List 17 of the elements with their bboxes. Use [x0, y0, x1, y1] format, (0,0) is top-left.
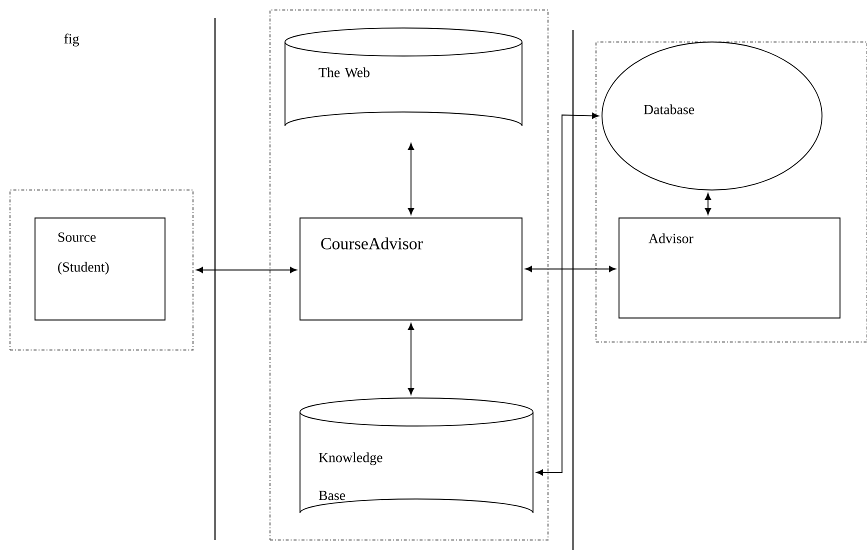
arrow: [536, 112, 599, 476]
node-label: Knowledge Base: [318, 452, 382, 500]
arrow: [704, 193, 712, 215]
arrow: [196, 266, 297, 274]
process-box: Advisor: [618, 218, 840, 318]
group-frame: [270, 10, 548, 540]
process-box: CourseAdvisor: [300, 218, 522, 320]
database-cylinder: The Web: [284, 28, 522, 126]
figure-label: fig: [64, 34, 79, 46]
arrow: [408, 143, 414, 215]
group-frame: [596, 42, 867, 342]
arrow: [408, 323, 414, 395]
node-label: The Web: [318, 67, 370, 78]
group-frame: [10, 190, 194, 350]
arrow: [525, 266, 616, 272]
process-box: Source (Student): [34, 218, 166, 320]
database-cylinder: Knowledge Base: [300, 398, 534, 514]
